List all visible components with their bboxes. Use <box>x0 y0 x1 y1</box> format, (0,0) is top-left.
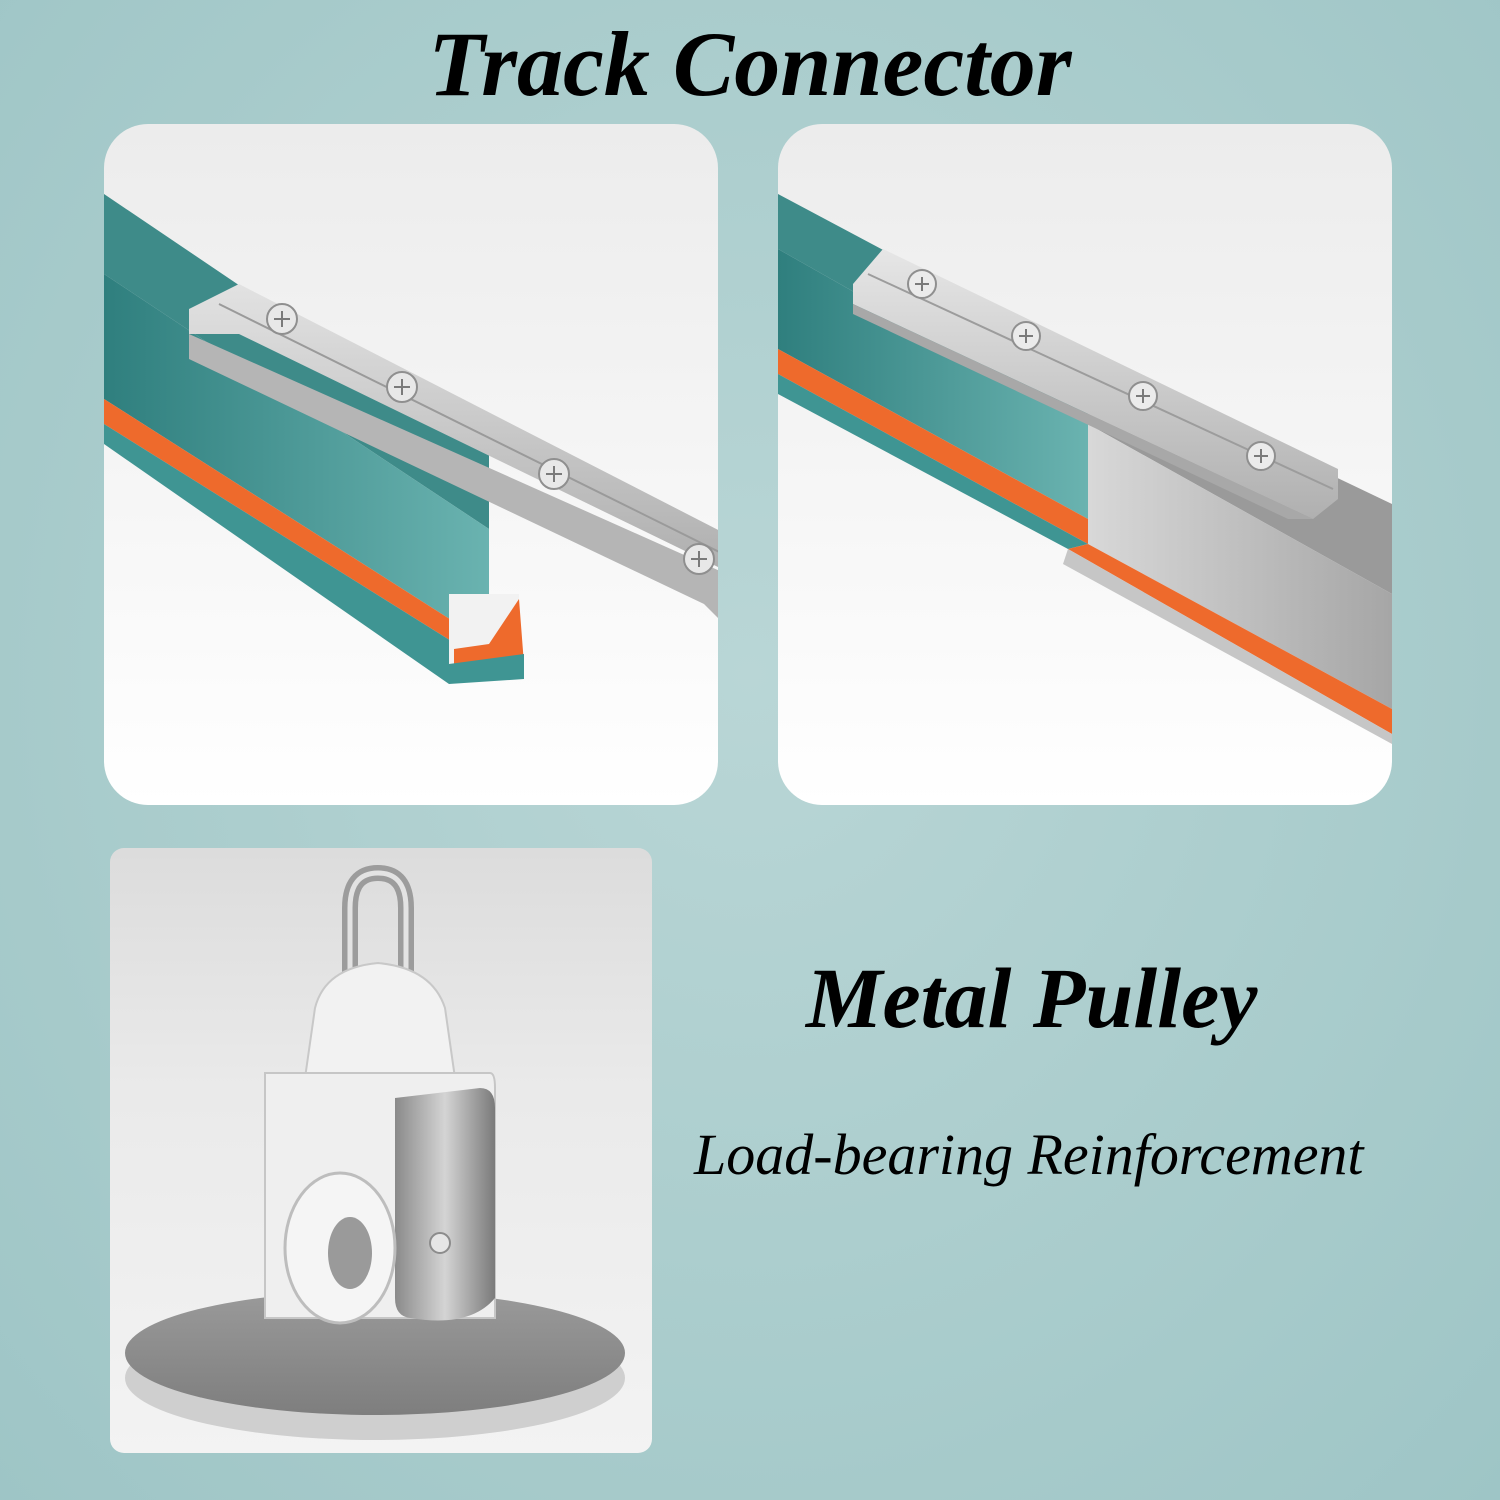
screw-4 <box>683 543 715 575</box>
connector-side <box>189 334 718 618</box>
track-connector-illustration <box>104 194 718 684</box>
screw-1 <box>907 269 937 299</box>
steel-side-plate <box>395 1088 495 1321</box>
axle-rivet <box>429 1232 451 1254</box>
connector-bar <box>853 249 1338 519</box>
screw-3 <box>1128 381 1158 411</box>
track-side-face <box>104 274 489 644</box>
track-connector-insert-photo <box>104 124 718 805</box>
screw-2 <box>1011 321 1041 351</box>
screw-3 <box>538 458 570 490</box>
screw-4 <box>1246 441 1276 471</box>
screw-2 <box>386 371 418 403</box>
metal-pulley-subtitle: Load-bearing Reinforcement <box>694 1122 1364 1187</box>
metal-pulley-illustration <box>125 864 625 1440</box>
screw-1 <box>266 303 298 335</box>
metal-pulley-title: Metal Pulley <box>806 950 1258 1046</box>
track-connector-joined-illustration <box>778 194 1392 744</box>
track-bottom-lip <box>104 424 464 684</box>
metal-pulley-photo <box>110 848 652 1453</box>
track-orange-strip <box>104 399 489 649</box>
track-connector-joined-photo <box>778 124 1392 805</box>
page-title: Track Connector <box>428 13 1072 115</box>
